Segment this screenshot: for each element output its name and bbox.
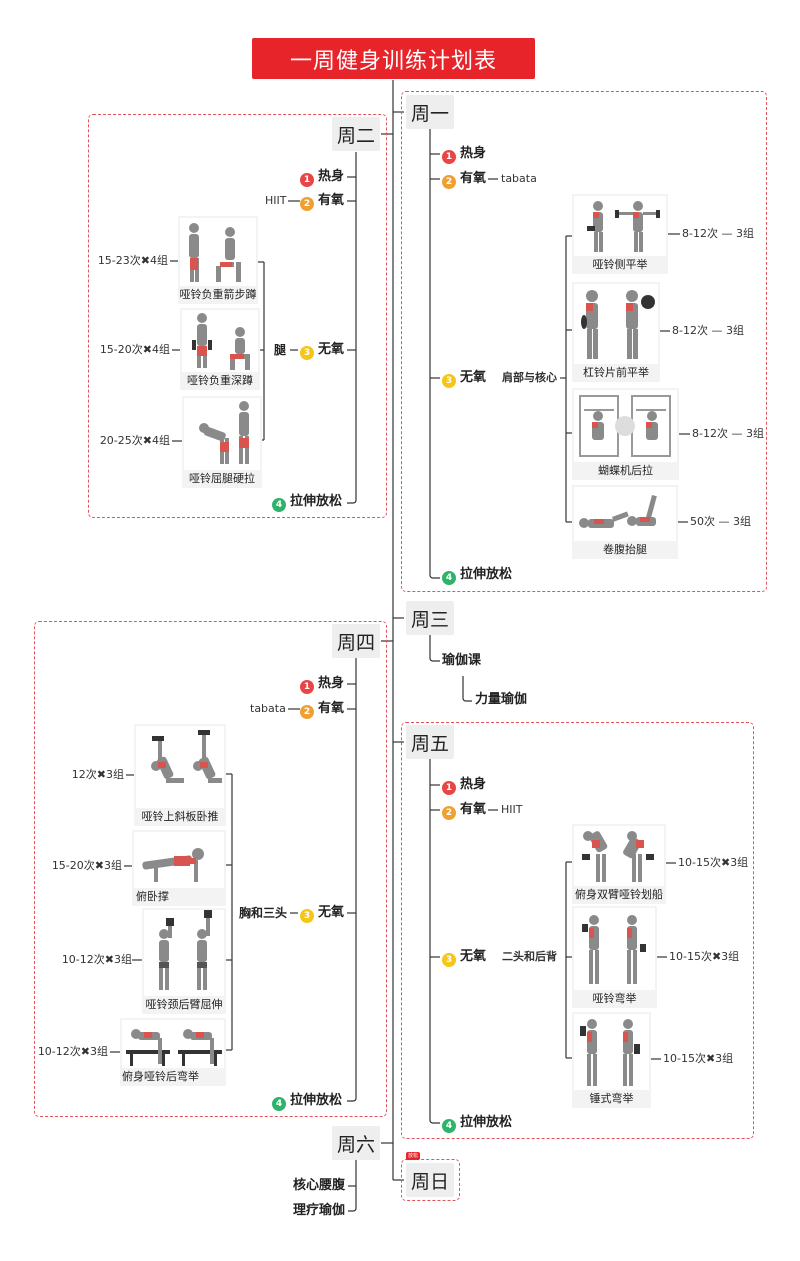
- monday-strength-focus: 肩部与核心: [502, 371, 557, 384]
- exercise-figure-icon: [580, 1019, 640, 1086]
- sunday-group: [401, 1159, 460, 1201]
- exercise-card[interactable]: 俯身哑铃后弯举: [120, 1018, 226, 1086]
- exercise-figure-icon: [189, 223, 241, 282]
- exercise-reps: 10-15次✖3组: [669, 950, 740, 963]
- page-title: 一周健身训练计划表: [252, 38, 535, 79]
- day-node-thursday[interactable]: 周四: [332, 624, 380, 658]
- friday-group: [401, 722, 754, 1139]
- monday-group: [401, 91, 767, 592]
- exercise-name: 俯身哑铃后弯举: [122, 1070, 199, 1083]
- day-node-tuesday[interactable]: 周二: [332, 117, 380, 151]
- exercise-figure-icon: [159, 910, 212, 990]
- exercise-card[interactable]: 哑铃负重深蹲: [180, 308, 260, 390]
- exercise-card[interactable]: 杠铃片前平举: [572, 282, 660, 382]
- day-node-saturday[interactable]: 周六: [332, 1126, 380, 1160]
- exercise-name: 哑铃侧平举: [592, 258, 648, 271]
- wednesday-class[interactable]: 瑜伽课: [442, 653, 482, 668]
- exercise-card[interactable]: 卷腹抬腿: [572, 485, 678, 559]
- exercise-card[interactable]: 蝴蝶机后拉: [572, 388, 679, 480]
- exercise-card[interactable]: 哑铃上斜板卧推: [134, 724, 226, 826]
- exercise-figure-icon: [579, 395, 671, 457]
- wednesday-class-type[interactable]: 力量瑜伽: [475, 692, 528, 707]
- exercise-name: 哑铃负重箭步蹲: [179, 288, 257, 301]
- exercise-name: 哑铃颈后臂屈伸: [145, 998, 223, 1011]
- exercise-reps: 15-23次✖4组: [97, 254, 168, 267]
- exercise-card[interactable]: 哑铃侧平举: [572, 194, 668, 274]
- exercise-name: 哑铃负重深蹲: [187, 374, 253, 387]
- exercise-card[interactable]: 锤式弯举: [572, 1012, 651, 1108]
- exercise-card[interactable]: 哑铃颈后臂屈伸: [142, 908, 226, 1014]
- exercise-figure-icon: [192, 313, 250, 370]
- tuesday-group: [88, 114, 387, 518]
- tuesday-cardio-note: HIIT: [265, 194, 287, 207]
- exercise-reps: 15-20次✖3组: [51, 859, 122, 872]
- exercise-card[interactable]: 哑铃弯举: [572, 906, 657, 1008]
- thursday-cardio-note: tabata: [250, 702, 286, 715]
- exercise-figure-icon: [581, 290, 655, 359]
- sunday-badge: 放松: [406, 1152, 421, 1160]
- thursday-group: [34, 621, 387, 1117]
- exercise-reps: 8-12次 — 3组: [692, 427, 764, 440]
- thursday-strength-focus: 胸和三头: [239, 906, 288, 920]
- exercise-figure-icon: [582, 831, 654, 882]
- exercise-card[interactable]: 俯卧撑: [132, 830, 226, 906]
- exercise-card[interactable]: 哑铃屈腿硬拉: [182, 396, 262, 488]
- exercise-figure-icon: [142, 848, 204, 882]
- exercise-reps: 8-12次 — 3组: [682, 227, 754, 240]
- exercise-reps: 15-20次✖4组: [99, 343, 170, 356]
- exercise-name: 锤式弯举: [589, 1092, 634, 1105]
- exercise-name: 哑铃上斜板卧推: [141, 810, 219, 823]
- exercise-reps: 8-12次 — 3组: [672, 324, 744, 337]
- friday-cardio-note: HIIT: [501, 803, 523, 816]
- exercise-name: 杠铃片前平举: [583, 366, 649, 379]
- friday-strength-focus: 二头和后背: [502, 950, 557, 963]
- exercise-name: 哑铃屈腿硬拉: [189, 472, 255, 485]
- exercise-figure-icon: [582, 915, 646, 984]
- day-node-monday[interactable]: 周一: [406, 95, 454, 129]
- day-node-wednesday[interactable]: 周三: [406, 601, 454, 635]
- exercise-name: 卷腹抬腿: [603, 543, 647, 556]
- exercise-reps: 20-25次✖4组: [99, 434, 170, 447]
- exercise-figure-icon: [126, 1029, 222, 1066]
- exercise-name: 蝴蝶机后拉: [598, 464, 653, 477]
- exercise-name: 俯卧撑: [136, 890, 169, 903]
- exercise-reps: 10-15次✖3组: [663, 1052, 734, 1065]
- exercise-figure-icon: [199, 401, 249, 464]
- tuesday-strength-focus: 腿: [274, 343, 287, 357]
- saturday-item[interactable]: 核心腰腹: [292, 1178, 345, 1193]
- exercise-reps: 10-12次✖3组: [61, 953, 132, 966]
- exercise-reps: 10-15次✖3组: [678, 856, 749, 869]
- exercise-reps: 50次 — 3组: [690, 515, 751, 528]
- exercise-name: 哑铃弯举: [592, 992, 637, 1005]
- exercise-card[interactable]: 俯身双臂哑铃划船: [572, 824, 666, 904]
- day-node-friday[interactable]: 周五: [406, 725, 454, 759]
- day-node-sunday[interactable]: 周日: [406, 1163, 454, 1197]
- exercise-figure-icon: [151, 730, 222, 783]
- exercise-figure-icon: [587, 201, 660, 252]
- exercise-reps: 10-12次✖3组: [37, 1045, 108, 1058]
- monday-cardio-note: tabata: [501, 172, 537, 185]
- exercise-card[interactable]: 哑铃负重箭步蹲: [178, 216, 258, 304]
- saturday-item[interactable]: 理疗瑜伽: [292, 1203, 345, 1218]
- exercise-reps: 12次✖3组: [71, 768, 124, 781]
- exercise-figure-icon: [579, 495, 657, 528]
- exercise-name: 俯身双臂哑铃划船: [575, 888, 663, 901]
